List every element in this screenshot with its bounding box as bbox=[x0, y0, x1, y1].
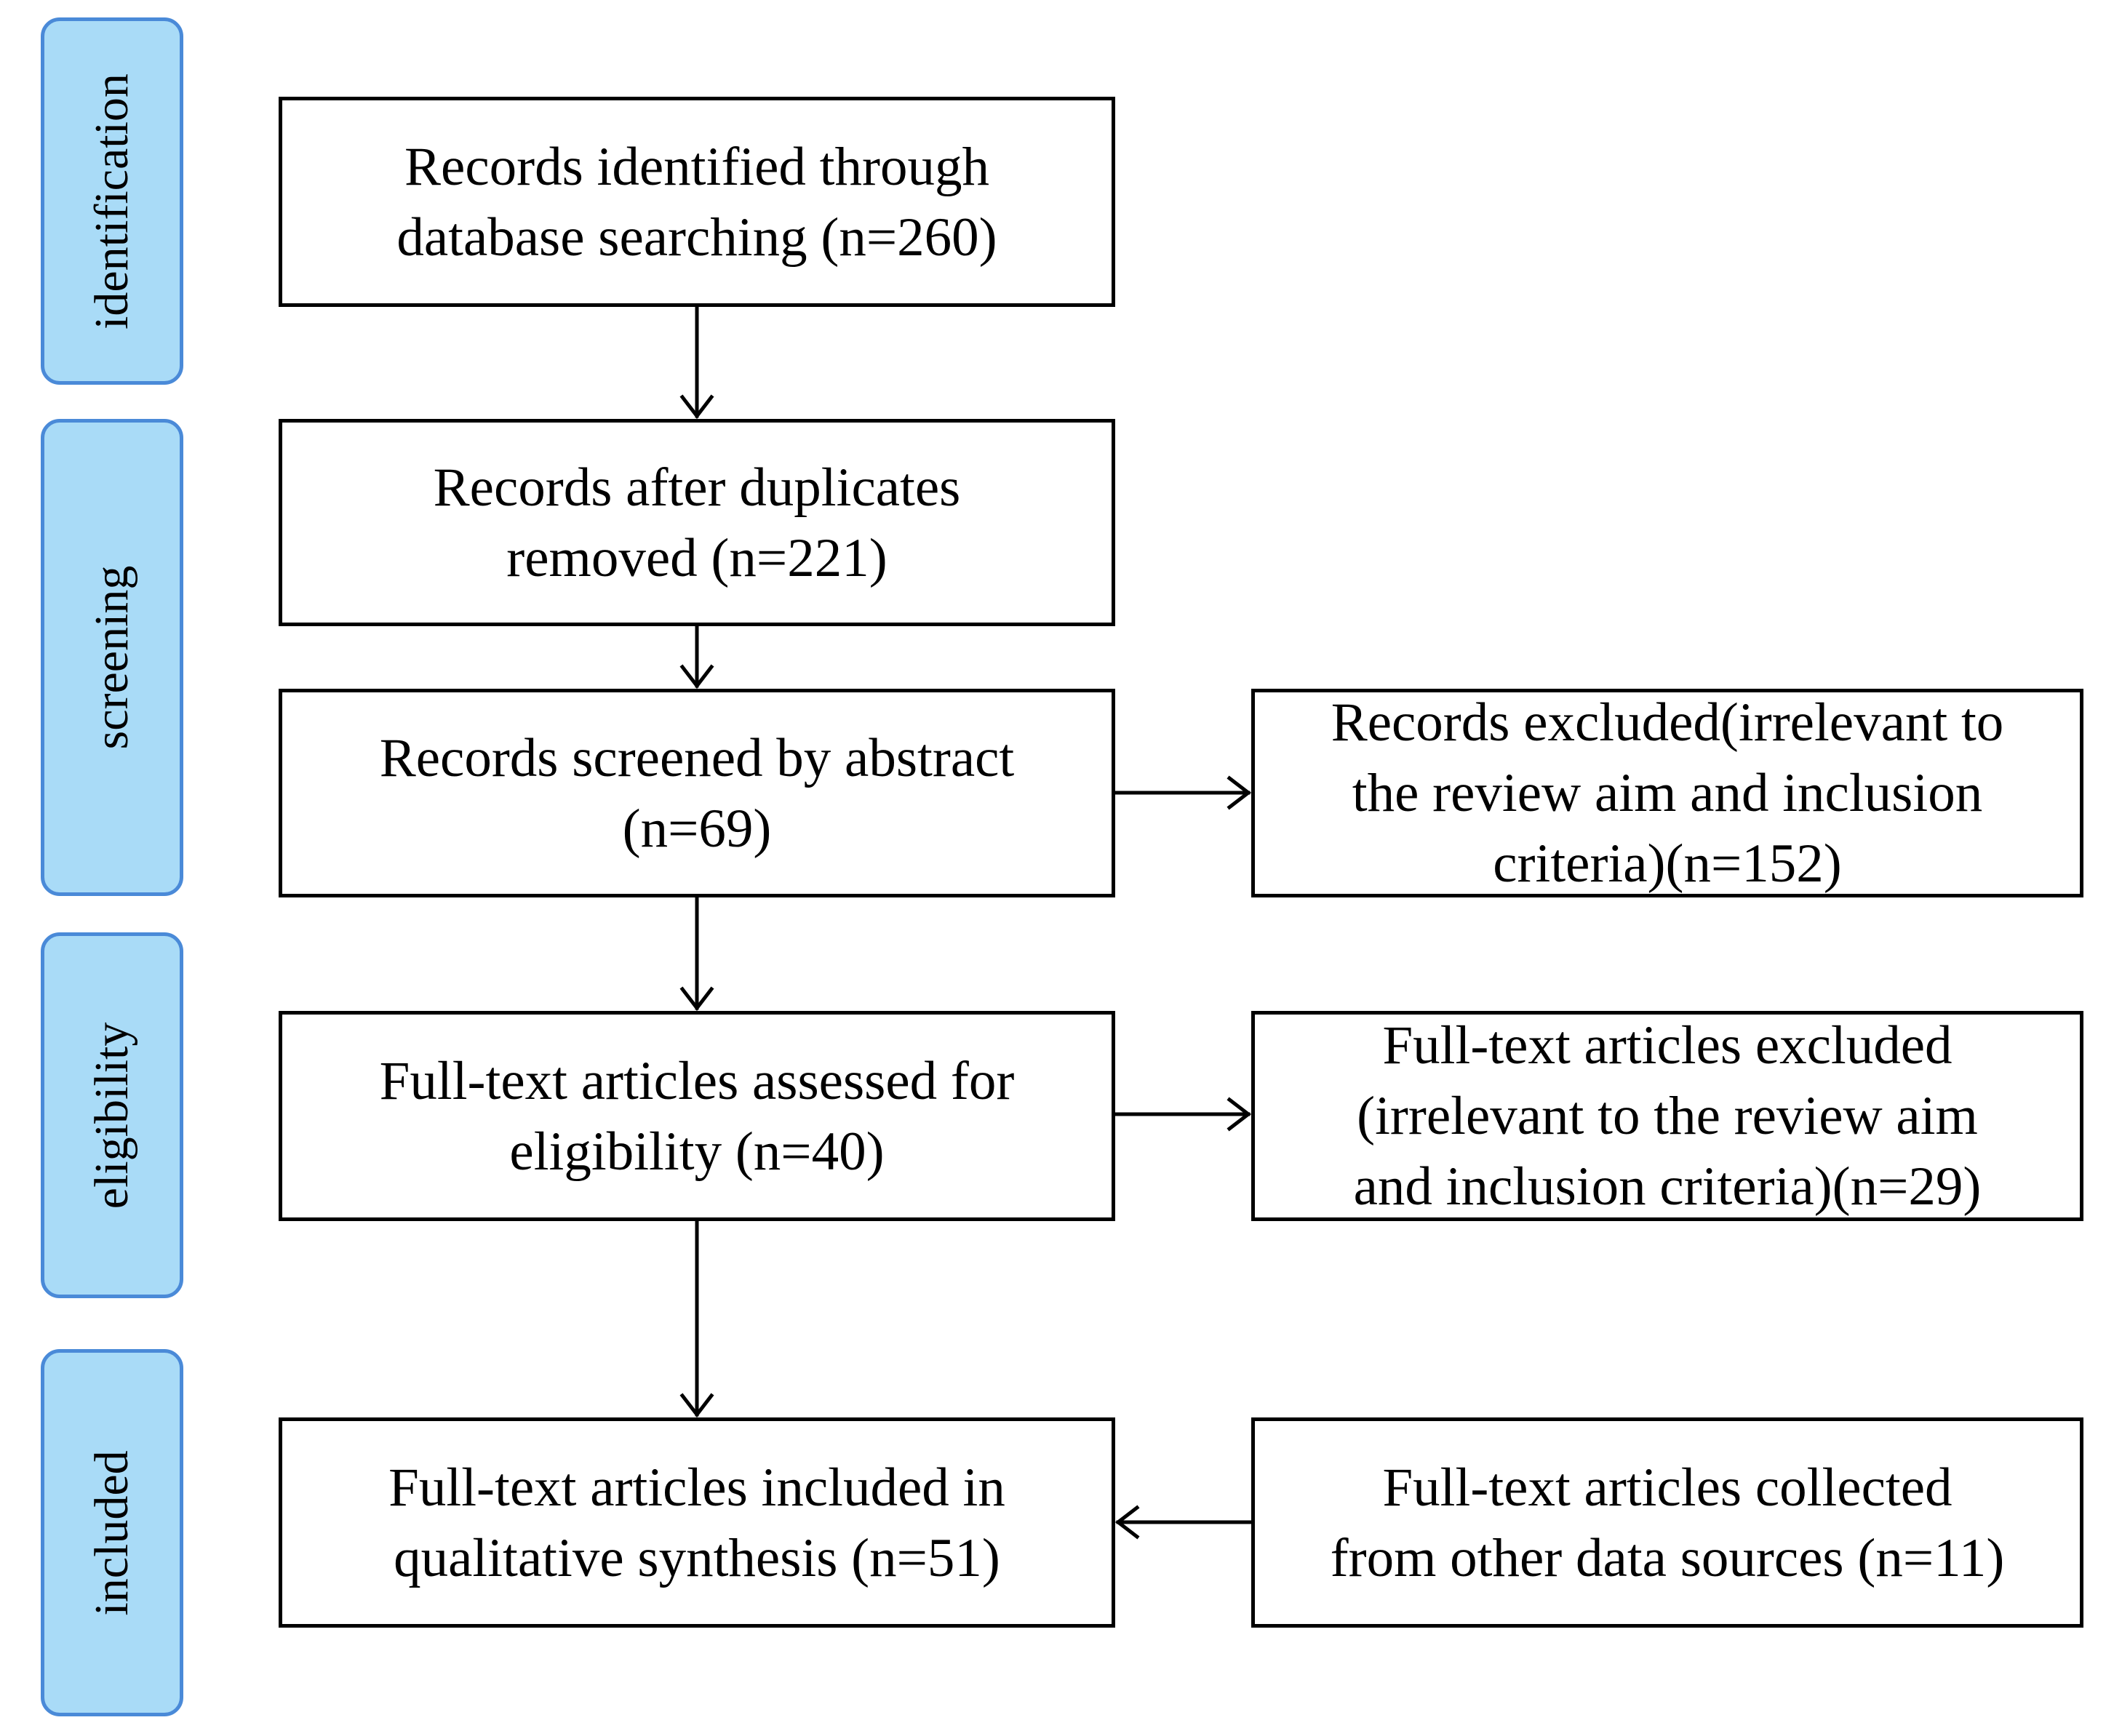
arrowhead bbox=[679, 664, 714, 689]
box-line: database searching (n=260) bbox=[396, 207, 997, 268]
box-line: Records screened by abstract bbox=[379, 727, 1015, 788]
box-line: (n=69) bbox=[622, 798, 772, 859]
stage-screening: screening bbox=[41, 419, 183, 896]
arrowhead bbox=[679, 1393, 714, 1418]
records-identified-box: Records identified through database sear… bbox=[279, 97, 1115, 307]
box-line: from other data sources (n=11) bbox=[1330, 1527, 2005, 1588]
box-line: Full-text articles excluded bbox=[1382, 1015, 1953, 1076]
box-line: the review aim and inclusion bbox=[1352, 763, 1983, 823]
stage-eligibility: eligibility bbox=[41, 932, 183, 1298]
arrowhead bbox=[1114, 1505, 1140, 1540]
arrowhead bbox=[1226, 1097, 1252, 1132]
arrowhead bbox=[1226, 775, 1252, 810]
fulltext-assessed-box: Full-text articles assessed for eligibil… bbox=[279, 1011, 1115, 1221]
stage-included: included bbox=[41, 1349, 183, 1716]
records-excluded-box: Records excluded(irrelevant to the revie… bbox=[1251, 689, 2083, 897]
records-after-duplicates-box: Records after duplicates removed (n=221) bbox=[279, 419, 1115, 626]
box-line: and inclusion criteria)(n=29) bbox=[1353, 1156, 1982, 1217]
box-line: Full-text articles assessed for bbox=[379, 1050, 1015, 1111]
box-line: criteria)(n=152) bbox=[1493, 833, 1842, 894]
box-line: removed (n=221) bbox=[506, 527, 888, 588]
records-screened-box: Records screened by abstract (n=69) bbox=[279, 689, 1115, 897]
arrowhead bbox=[679, 394, 714, 420]
box-line: Records excluded(irrelevant to bbox=[1331, 692, 2004, 753]
arrowhead bbox=[679, 986, 714, 1012]
box-line: eligibility (n=40) bbox=[509, 1121, 885, 1182]
fulltext-collected-box: Full-text articles collected from other … bbox=[1251, 1417, 2083, 1628]
box-line: Full-text articles collected bbox=[1382, 1457, 1953, 1518]
box-line: (irrelevant to the review aim bbox=[1357, 1086, 1978, 1146]
fulltext-included-box: Full-text articles included in qualitati… bbox=[279, 1417, 1115, 1628]
box-line: Full-text articles included in bbox=[388, 1457, 1005, 1518]
box-line: Records after duplicates bbox=[433, 457, 961, 518]
stage-identification: identification bbox=[41, 17, 183, 385]
fulltext-excluded-box: Full-text articles excluded (irrelevant … bbox=[1251, 1011, 2083, 1221]
box-line: Records identified through bbox=[404, 136, 989, 197]
box-line: qualitative synthesis (n=51) bbox=[394, 1527, 1000, 1588]
